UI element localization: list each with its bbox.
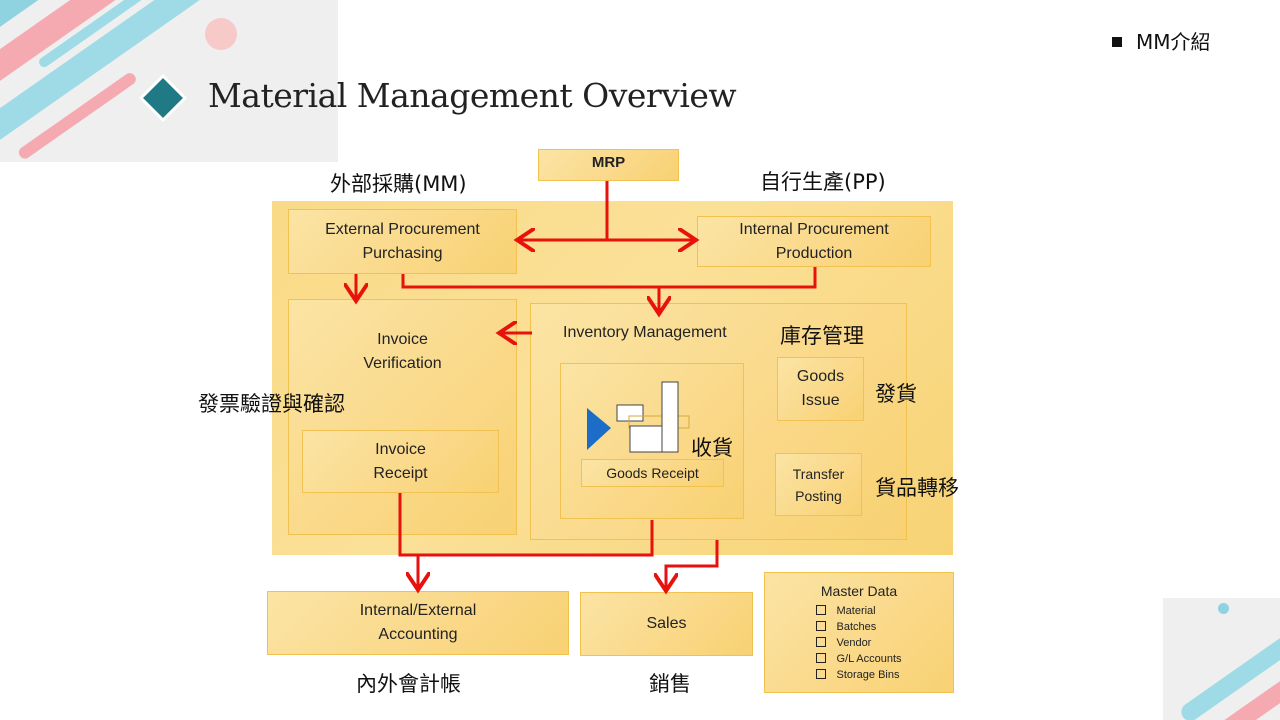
verification-label: Verification — [363, 355, 442, 372]
invoice-receipt-label-1: Invoice — [375, 440, 426, 458]
accounting-box: Internal/External Accounting — [267, 591, 569, 655]
square-bullet-icon — [1112, 37, 1122, 47]
goods-receipt-box: Goods Receipt — [581, 459, 724, 487]
mrp-label: MRP — [591, 153, 626, 171]
diamond-bullet-icon — [138, 73, 188, 123]
master-data-item: G/L Accounts — [816, 651, 902, 667]
goods-receipt-icon — [587, 381, 690, 453]
goods-issue-label-1: Goods — [796, 368, 845, 385]
master-data-item: Vendor — [816, 635, 901, 651]
internal-procurement-label: Internal Procurement — [739, 220, 889, 238]
goods-receipt-cn-label: 收貨 — [691, 436, 733, 460]
external-procurement-box: External Procurement Purchasing — [288, 209, 517, 274]
master-data-item: Storage Bins — [816, 667, 901, 683]
accounting-cn-label: 內外會計帳 — [356, 672, 461, 696]
checkbox-icon — [816, 652, 827, 663]
slide-title: Material Management Overview — [208, 76, 737, 115]
invoice-verification-text: Invoice Verification — [363, 328, 441, 376]
sales-cn-label: 銷售 — [649, 672, 691, 696]
goods-issue-cn-label: 發貨 — [875, 382, 917, 406]
invoice-label: Invoice — [377, 331, 428, 348]
master-data-list: Material Batches Vendor G/L Accounts Sto… — [816, 603, 902, 683]
sales-label: Sales — [646, 615, 687, 632]
master-data-box: Master Data Material Batches Vendor G/L … — [764, 572, 954, 693]
master-data-item-label: Material — [836, 604, 876, 617]
checkbox-icon — [816, 636, 827, 647]
invoice-receipt-label-2: Receipt — [373, 464, 428, 482]
production-label: Production — [775, 244, 853, 262]
goods-issue-box: Goods Issue — [777, 357, 864, 421]
section-tag: MM介紹 — [1112, 26, 1211, 55]
checkbox-icon — [816, 604, 827, 615]
master-data-title: Master Data — [820, 582, 898, 599]
transfer-posting-cn-label: 貨品轉移 — [875, 476, 959, 500]
purchasing-label: Purchasing — [362, 244, 443, 262]
master-data-item-label: Vendor — [836, 636, 872, 649]
mrp-box: MRP — [538, 149, 679, 181]
inventory-management-label: Inventory Management — [563, 324, 727, 341]
posting-label: Posting — [795, 487, 842, 504]
invoice-verification-cn-label: 發票驗證與確認 — [198, 392, 345, 416]
invoice-receipt-box: Invoice Receipt — [302, 430, 499, 493]
accounting-label-2: Accounting — [378, 626, 458, 643]
internal-procurement-box: Internal Procurement Production — [697, 216, 931, 267]
checkbox-icon — [816, 668, 827, 679]
transfer-label: Transfer — [792, 465, 845, 482]
goods-receipt-label: Goods Receipt — [606, 465, 699, 481]
master-data-item-label: Batches — [836, 620, 877, 633]
checkbox-icon — [816, 620, 827, 631]
transfer-posting-box: Transfer Posting — [775, 453, 862, 516]
accounting-label-1: Internal/External — [359, 602, 477, 619]
decor-bottom-right — [1163, 598, 1280, 720]
master-data-item-label: G/L Accounts — [836, 652, 902, 665]
external-procurement-cn-label: 外部採購(MM) — [330, 172, 467, 196]
master-data-item: Material — [816, 603, 901, 619]
goods-issue-label-2: Issue — [801, 392, 840, 409]
master-data-item: Batches — [816, 619, 901, 635]
sales-box: Sales — [580, 592, 753, 656]
section-tag-label: MM介紹 — [1136, 30, 1211, 54]
inventory-management-cn-label: 庫存管理 — [780, 324, 864, 348]
master-data-item-label: Storage Bins — [836, 668, 900, 681]
internal-procurement-cn-label: 自行生產(PP) — [760, 170, 886, 194]
external-procurement-label: External Procurement — [325, 220, 480, 238]
